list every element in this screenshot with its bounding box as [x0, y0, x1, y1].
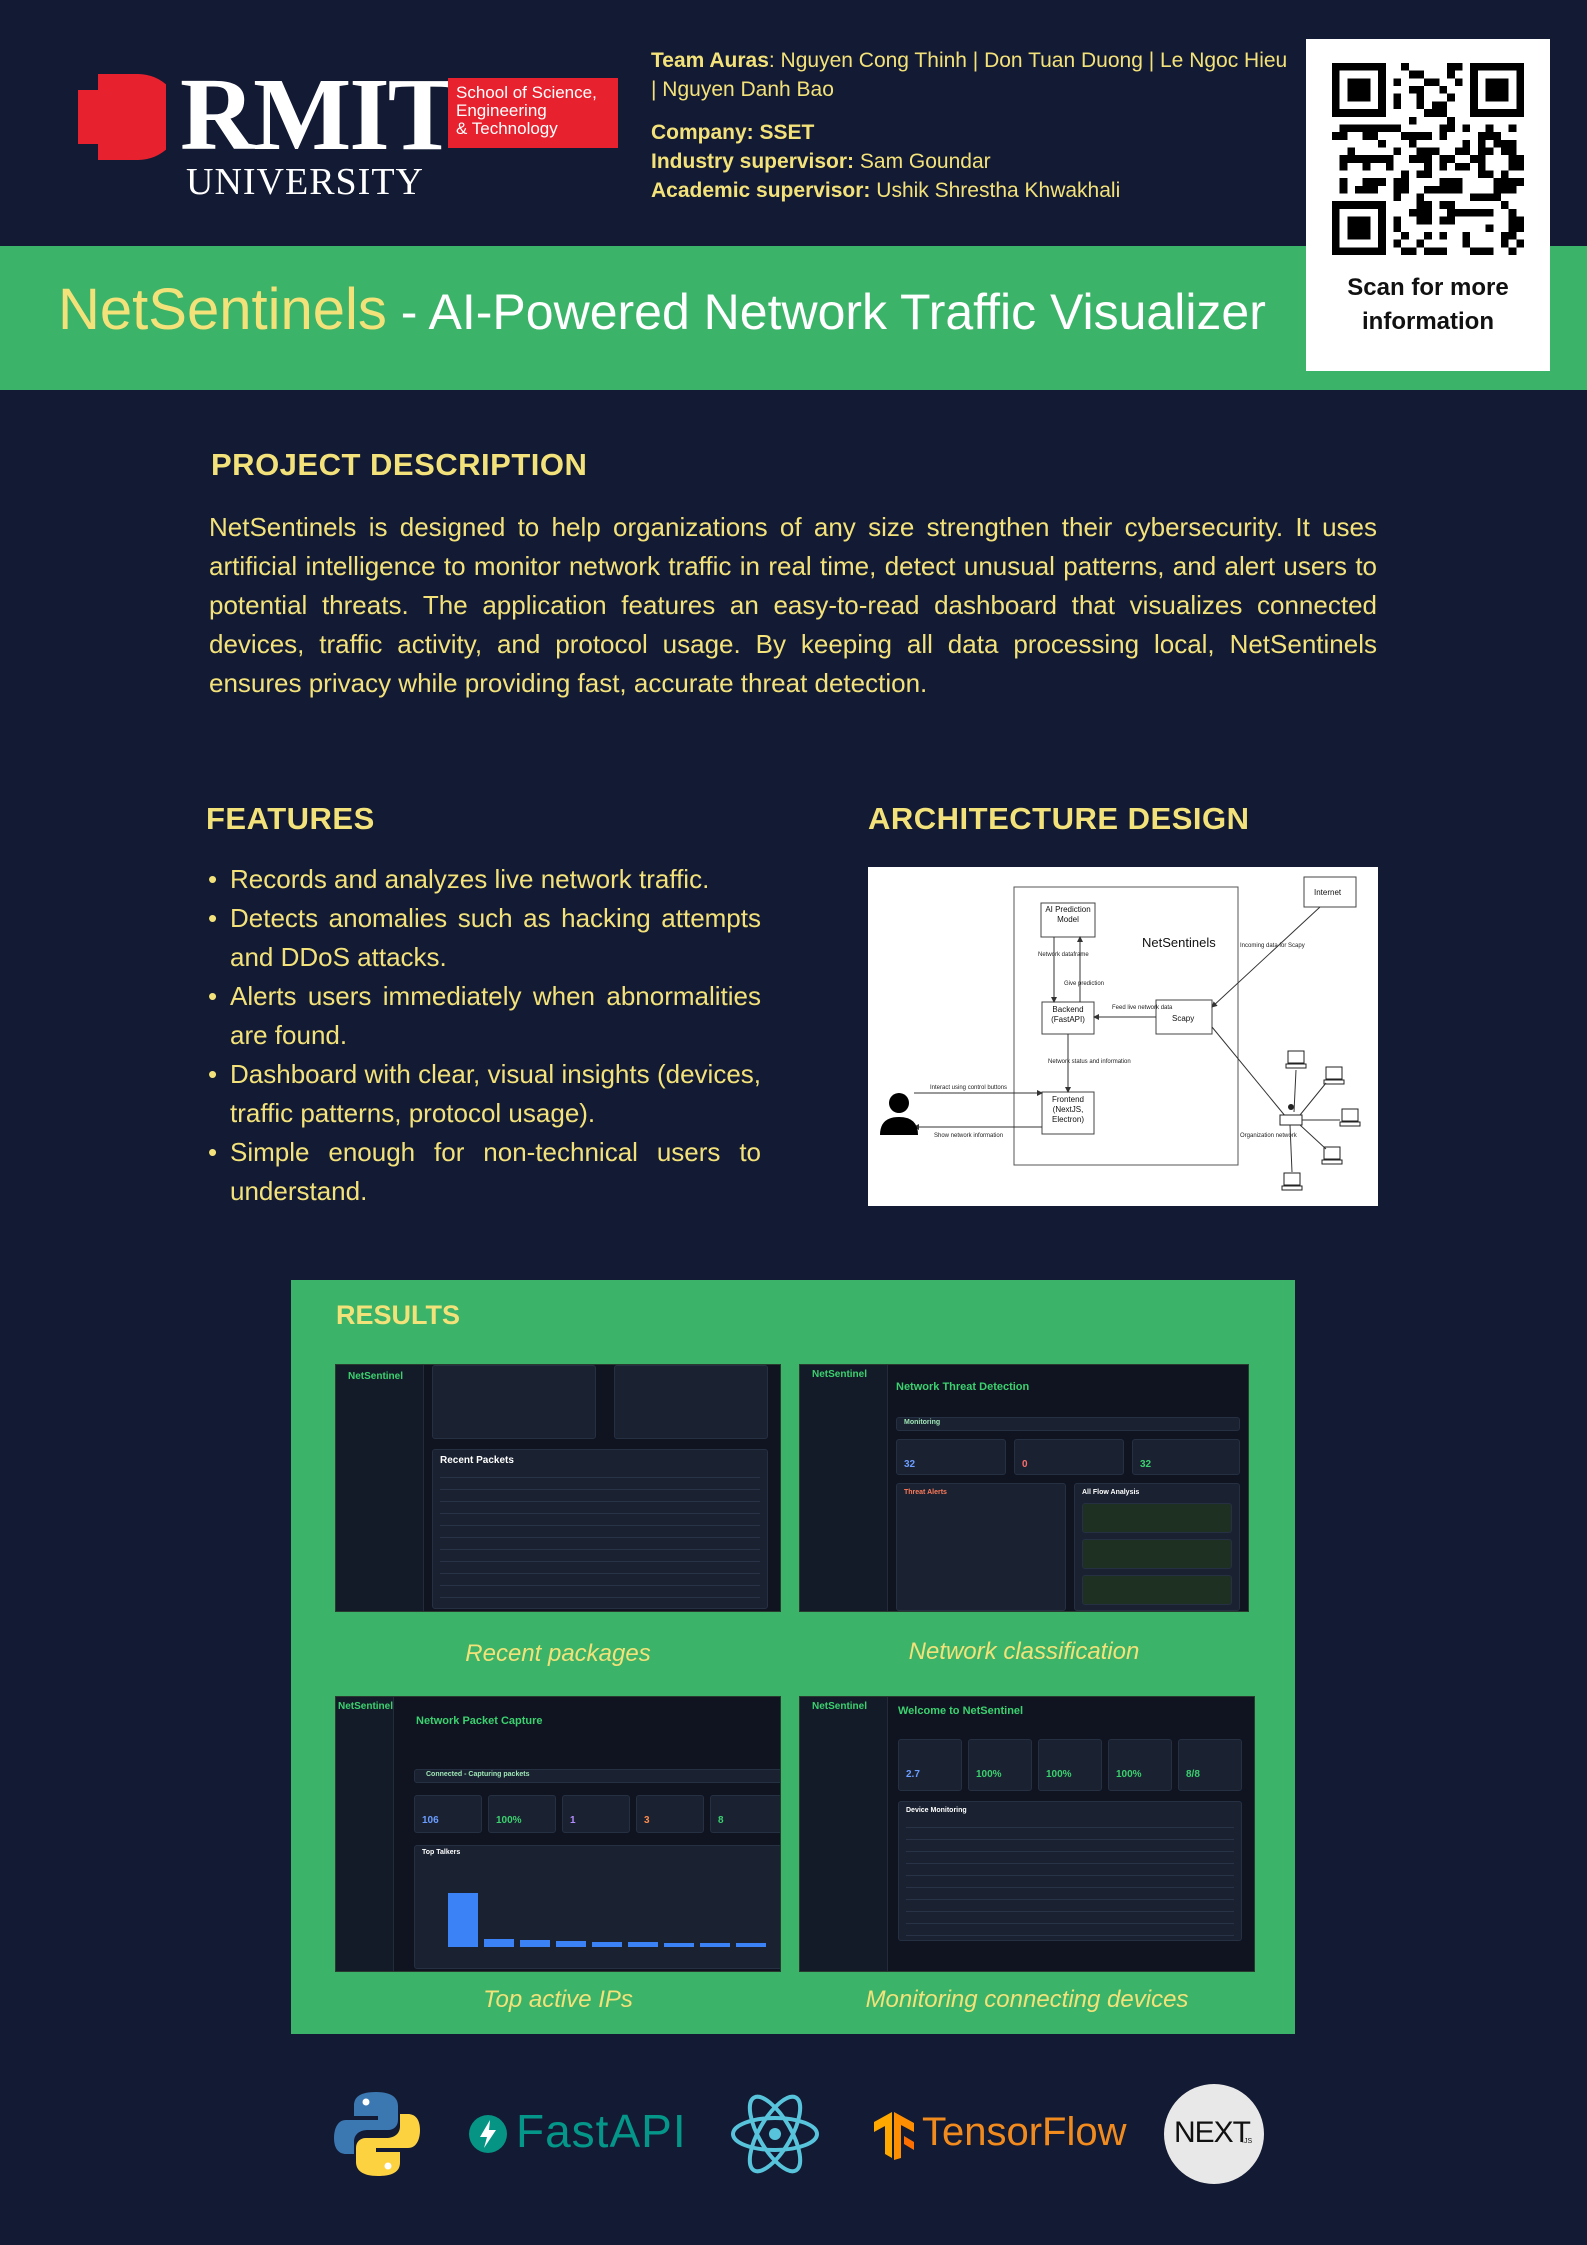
svg-text:Incoming data for Scapy: Incoming data for Scapy: [1240, 943, 1305, 949]
screenshot-monitoring-devices: NetSentinel Welcome to NetSentinel 2.7 1…: [799, 1696, 1255, 1972]
table-row: [906, 1935, 1234, 1936]
table-row: [440, 1585, 760, 1586]
project-name: NetSentinels: [58, 277, 387, 342]
caption-recent-packages: Recent packages: [465, 1640, 651, 1667]
table-row: [906, 1851, 1234, 1852]
fastapi-logo-text: FastAPI: [516, 2105, 687, 2157]
electron-icon: [731, 2094, 819, 2174]
bar: [628, 1942, 658, 1947]
svg-text:Organization network: Organization network: [1240, 1133, 1298, 1139]
frontend-node: [1041, 1091, 1095, 1135]
rmit-pixel-icon: [78, 74, 166, 160]
bar: [700, 1943, 730, 1947]
caption-top-active-ips: Top active IPs: [483, 1986, 633, 2013]
table-row: [440, 1549, 760, 1550]
feature-item: Simple enough for non-technical users to…: [206, 1133, 761, 1211]
team-label: Team Auras: [651, 49, 769, 72]
svg-text:Scapy: Scapy: [1172, 1014, 1194, 1023]
rmit-university-label: UNIVERSITY: [186, 161, 424, 203]
table-row: [440, 1513, 760, 1514]
rmit-logo: RMIT UNIVERSITY School of Science, Engin…: [78, 60, 638, 210]
svg-text:Feed live network data: Feed live network data: [1112, 1005, 1173, 1011]
python-icon: [334, 2092, 420, 2176]
table-row: [906, 1899, 1234, 1900]
feature-item: Dashboard with clear, visual insights (d…: [206, 1055, 761, 1133]
system-boundary: [1013, 886, 1239, 1166]
caption-network-classification: Network classification: [908, 1638, 1140, 1665]
bar: [556, 1941, 586, 1947]
table-row: [906, 1887, 1234, 1888]
bar: [484, 1939, 514, 1947]
qr-code-panel[interactable]: Scan for more information: [1306, 39, 1550, 371]
backend-node: [1041, 1001, 1095, 1035]
project-description-heading: PROJECT DESCRIPTION: [211, 447, 588, 482]
team-info: Team Auras: Nguyen Cong Thinh | Don Tuan…: [651, 46, 1291, 205]
computer-icons: [1281, 1050, 1361, 1191]
caption-monitoring-devices: Monitoring connecting devices: [865, 1986, 1189, 2013]
table-row: [440, 1489, 760, 1490]
bar: [592, 1942, 622, 1947]
table-row: [440, 1537, 760, 1538]
table-row: [440, 1597, 760, 1598]
results-heading: RESULTS: [336, 1300, 461, 1330]
table-row: [906, 1827, 1234, 1828]
table-row: [440, 1525, 760, 1526]
svg-text:Internet: Internet: [1314, 888, 1342, 897]
table-row: [906, 1911, 1234, 1912]
table-row: [906, 1923, 1234, 1924]
academic-supervisor: Ushik Shrestha Khwakhali: [876, 179, 1121, 202]
table-row: [906, 1875, 1234, 1876]
company-label: Company: SSET: [651, 121, 815, 144]
features-heading: FEATURES: [206, 801, 375, 836]
tensorflow-icon: [874, 2112, 914, 2160]
screenshot-top-active-ips: NetSentinel Network Packet Capture Conne…: [335, 1696, 781, 1972]
scapy-node: [1155, 999, 1213, 1035]
tensorflow-logo-text: TensorFlow: [922, 2110, 1127, 2154]
svg-text:Network status and information: Network status and information: [1048, 1059, 1131, 1065]
school-label: School of Science, Engineering & Technol…: [448, 78, 618, 148]
table-row: [440, 1501, 760, 1502]
architecture-diagram: NetSentinels AI Prediction Model Backend…: [868, 867, 1378, 1206]
svg-text:Give prediction: Give prediction: [1064, 981, 1104, 987]
bar: [736, 1943, 766, 1947]
feature-item: Detects anomalies such as hacking attemp…: [206, 899, 761, 977]
internet-node: [1303, 876, 1357, 908]
qr-code-icon: [1332, 63, 1524, 255]
svg-text:Network dataframe: Network dataframe: [1038, 952, 1089, 958]
bar: [664, 1943, 694, 1947]
industry-supervisor-label: Industry supervisor:: [651, 150, 855, 173]
architecture-svg: NetSentinels AI Prediction Model Backend…: [880, 876, 1361, 1191]
svg-text:Show network information: Show network information: [934, 1133, 1003, 1139]
architecture-heading: ARCHITECTURE DESIGN: [868, 801, 1250, 836]
table-row: [440, 1477, 760, 1478]
fastapi-icon: [469, 2115, 507, 2153]
router-icon: [1279, 1104, 1303, 1126]
bar: [448, 1893, 478, 1947]
tech-logos: FastAPI TensorFlow NEXT .JS: [0, 2080, 1587, 2190]
rmit-wordmark: RMIT: [180, 57, 457, 172]
bar: [520, 1940, 550, 1947]
qr-caption: Scan for more information: [1347, 274, 1509, 335]
system-label: NetSentinels: [1142, 935, 1216, 950]
academic-supervisor-label: Academic supervisor:: [651, 179, 871, 202]
svg-text:Interact using control buttons: Interact using control buttons: [930, 1085, 1007, 1091]
poster-title: NetSentinels - AI-Powered Network Traffi…: [58, 278, 1266, 344]
team-members: : Nguyen Cong Thinh | Don Tuan Duong | L…: [651, 49, 1288, 101]
nextjs-icon: NEXT .JS: [1164, 2084, 1264, 2184]
screenshot-network-classification: NetSentinel Network Threat Detection Mon…: [799, 1364, 1249, 1612]
feature-item: Alerts users immediately when abnormalit…: [206, 977, 761, 1055]
table-row: [440, 1573, 760, 1574]
user-icon: [880, 1093, 918, 1135]
project-tagline: - AI-Powered Network Traffic Visualizer: [386, 284, 1266, 340]
features-list: Records and analyzes live network traffi…: [206, 860, 761, 1211]
table-row: [906, 1839, 1234, 1840]
screenshot-recent-packets: NetSentinel Recent Packets: [335, 1364, 781, 1612]
table-row: [440, 1561, 760, 1562]
feature-item: Records and analyzes live network traffi…: [206, 860, 761, 899]
table-row: [906, 1863, 1234, 1864]
ai-model-node: [1040, 902, 1096, 938]
results-panel: RESULTS NetSentinel Recent Packets Recen…: [291, 1280, 1295, 2034]
project-description-text: NetSentinels is designed to help organiz…: [209, 512, 1377, 698]
industry-supervisor: Sam Goundar: [859, 150, 991, 173]
